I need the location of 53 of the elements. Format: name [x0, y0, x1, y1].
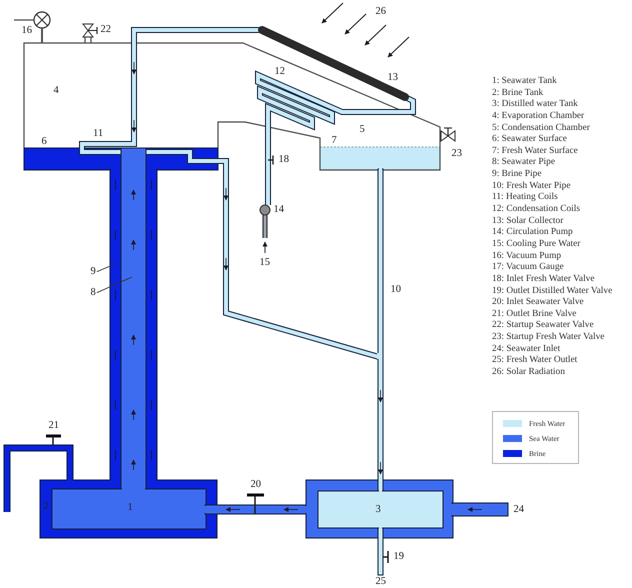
callout-number: 11	[93, 128, 104, 139]
callout-number: 5	[360, 124, 365, 135]
callout-number: 19	[394, 552, 404, 562]
key-entry: 1: Seawater Tank	[492, 77, 557, 86]
key-entry: 18: Inlet Fresh Water Valve	[492, 274, 595, 284]
callout-number: 4	[54, 86, 59, 96]
callout-number: 2	[44, 502, 49, 512]
callout-number: 18	[278, 154, 289, 165]
callout-number: 8	[90, 288, 96, 298]
callout-number: 6	[42, 136, 47, 147]
key-entry: 25: Fresh Water Outlet	[492, 356, 578, 366]
leader-line	[96, 264, 116, 272]
callout-number: 22	[100, 24, 111, 35]
key-entry: 16: Vacuum Pump	[492, 252, 562, 261]
key-entry: 19: Outlet Distilled Water Valve	[492, 286, 612, 296]
callout-number: 13	[388, 72, 398, 83]
key-entry: 20: Inlet Seawater Valve	[492, 298, 584, 308]
key-entry: 2: Brine Tank	[492, 88, 544, 98]
key-entry: 11: Heating Coils	[492, 193, 558, 203]
key-entry: 6: Seawater Surface	[492, 135, 567, 145]
key-entry: 23: Startup Fresh Water Valve	[492, 333, 604, 342]
callout-number: 10	[390, 284, 401, 295]
callout-number: 23	[452, 148, 462, 159]
key-entry: 3: Distilled water Tank	[492, 100, 578, 110]
key-entry: 14: Circulation Pump	[492, 228, 573, 238]
key-entry: 22: Startup Seawater Valve	[492, 321, 594, 331]
callout-number: 24	[514, 504, 524, 515]
callout-number: 3	[376, 504, 381, 515]
key-entry: 10: Fresh Water Pipe	[492, 182, 570, 192]
callout-number: 9	[90, 266, 96, 277]
callout-number: 26	[376, 6, 386, 17]
callout-number: 7	[332, 136, 337, 146]
callout-number: 20	[250, 480, 261, 490]
callout-number: 1	[128, 502, 133, 513]
leader-line	[96, 276, 132, 294]
callout-number: 25	[376, 576, 386, 587]
callout-number: 21	[48, 420, 59, 431]
callout-number: 12	[274, 66, 285, 77]
key-entry: 7: Fresh Water Surface	[492, 146, 578, 156]
key-entry: 9: Brine Pipe	[492, 170, 542, 180]
key-entry: 8: Seawater Pipe	[492, 158, 556, 168]
key-entry: 12: Condensation Coils	[492, 205, 580, 214]
callout-number: 15	[260, 258, 270, 268]
key-entry: 21: Outlet Brine Valve	[492, 310, 576, 320]
callout-number: 16	[22, 26, 32, 36]
key-entry: 4: Evaporation Chamber	[492, 112, 584, 122]
key-entry: 17: Vacuum Gauge	[492, 263, 564, 273]
key-entry: 15: Cooling Pure Water	[492, 240, 580, 250]
key-entry: 24: Seawater Inlet	[492, 344, 560, 354]
key-entry: 5: Condensation Chamber	[492, 124, 590, 133]
callout-number: 14	[274, 204, 284, 215]
key-entry: 13: Solar Collector	[492, 216, 564, 226]
key-entry: 26: Solar Radiation	[492, 368, 565, 378]
